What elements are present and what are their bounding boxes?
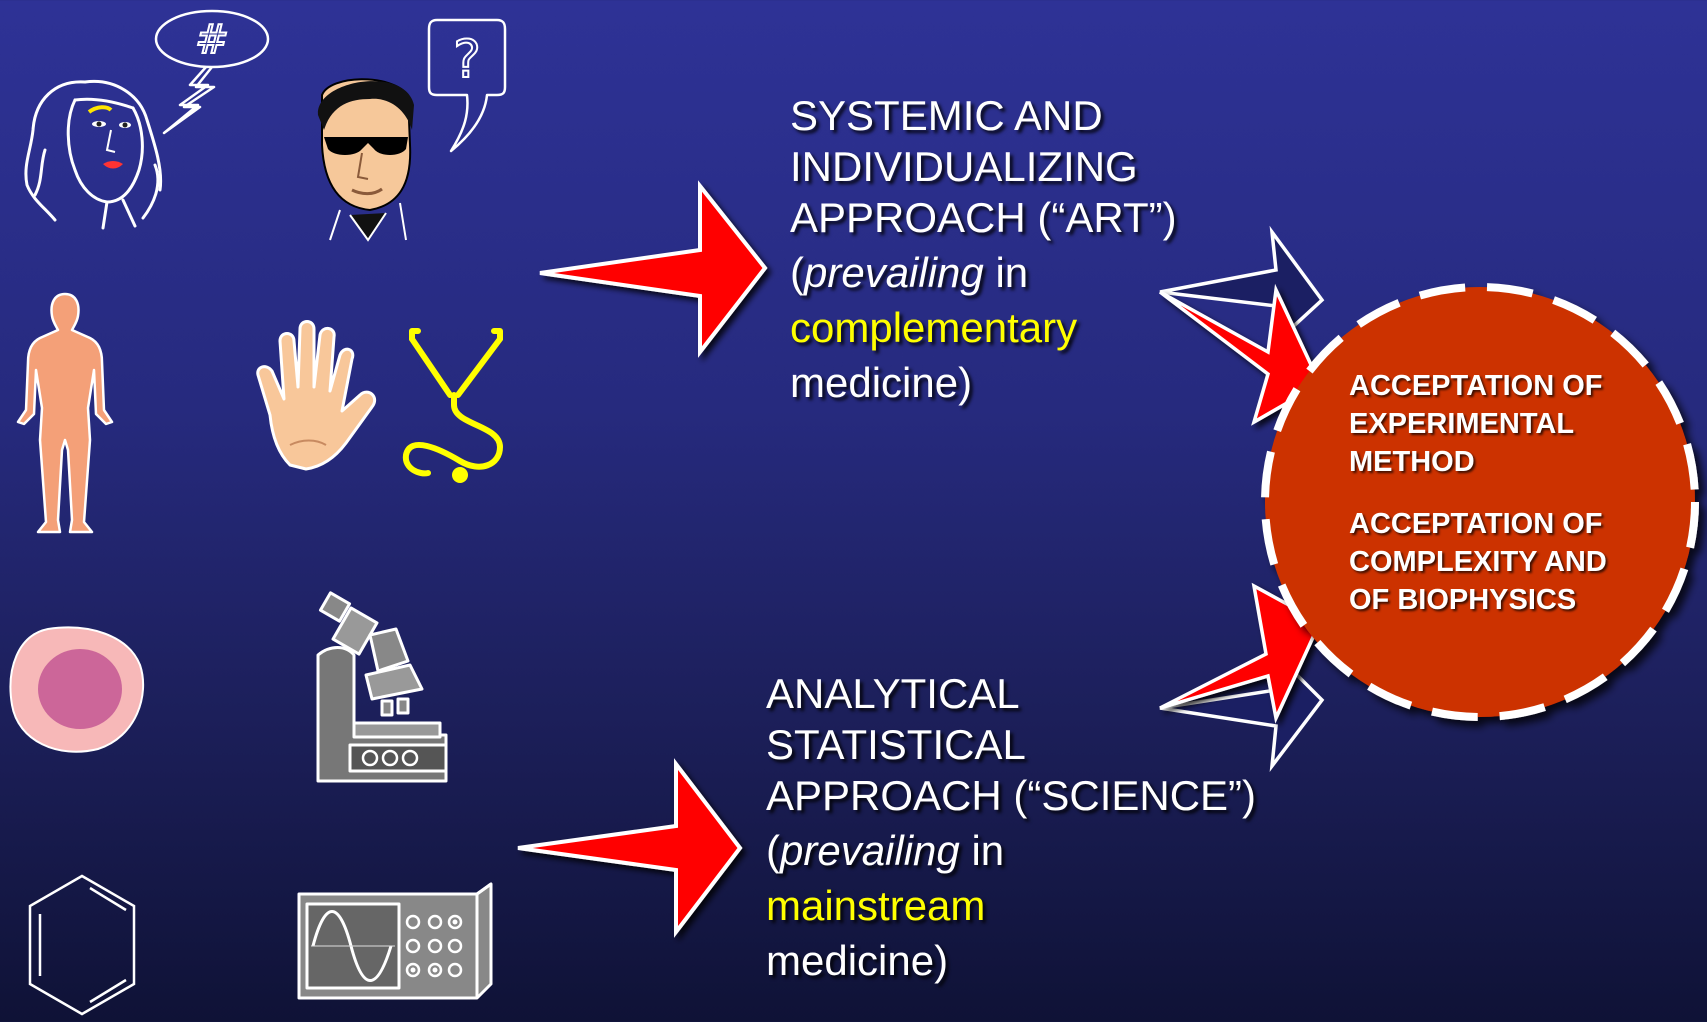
top-approach-text: SYSTEMIC AND INDIVIDUALIZING APPROACH (“…	[790, 90, 1177, 408]
circle-line: OF BIOPHYSICS	[1349, 584, 1577, 616]
prevailing-word: prevailing	[804, 249, 984, 296]
question-bubble-icon: ?	[427, 18, 507, 153]
woman-face-icon	[24, 79, 163, 230]
bottom-approach-text: ANALYTICAL STATISTICAL APPROACH (“SCIENC…	[766, 668, 1256, 986]
oscilloscope-icon	[297, 882, 493, 1000]
top-arrow	[539, 180, 768, 358]
highlight-word: complementary	[790, 304, 1078, 351]
in-word: in	[959, 827, 1005, 874]
stethoscope-icon	[402, 328, 503, 483]
circle-text: ACCEPTATION OF EXPERIMENTAL METHOD ACCEP…	[1349, 367, 1607, 619]
approach-line: medicine)	[790, 359, 973, 406]
speech-bubble-symbol: #	[195, 17, 229, 63]
approach-line: APPROACH (“ART”)	[790, 194, 1177, 241]
cell-icon	[9, 626, 145, 753]
human-body-icon	[16, 292, 114, 534]
hand-icon	[256, 320, 377, 471]
speech-bubble-icon: #	[154, 9, 270, 135]
highlight-word: mainstream	[766, 882, 986, 929]
question-symbol: ?	[453, 30, 481, 90]
circle-line: EXPERIMENTAL	[1349, 408, 1575, 440]
circle-line: ACCEPTATION OF	[1349, 370, 1603, 402]
approach-line: STATISTICAL	[766, 721, 1026, 768]
in-word: in	[983, 249, 1029, 296]
open-paren: (	[766, 827, 780, 874]
benzene-ring-icon	[28, 874, 136, 1016]
microscope-icon	[316, 591, 448, 783]
circle-line: METHOD	[1349, 446, 1475, 478]
approach-line: medicine)	[766, 937, 949, 984]
bottom-arrow	[517, 758, 743, 938]
approach-line: ANALYTICAL	[766, 670, 1020, 717]
approach-line: APPROACH (“SCIENCE”)	[766, 772, 1257, 819]
prevailing-word: prevailing	[780, 827, 960, 874]
circle-line: COMPLEXITY AND	[1349, 546, 1607, 578]
open-paren: (	[790, 249, 804, 296]
circle-line: ACCEPTATION OF	[1349, 508, 1603, 540]
approach-line: SYSTEMIC AND	[790, 92, 1103, 139]
result-circle	[1261, 283, 1699, 721]
approach-line: INDIVIDUALIZING	[790, 143, 1138, 190]
man-sunglasses-icon	[317, 78, 414, 242]
